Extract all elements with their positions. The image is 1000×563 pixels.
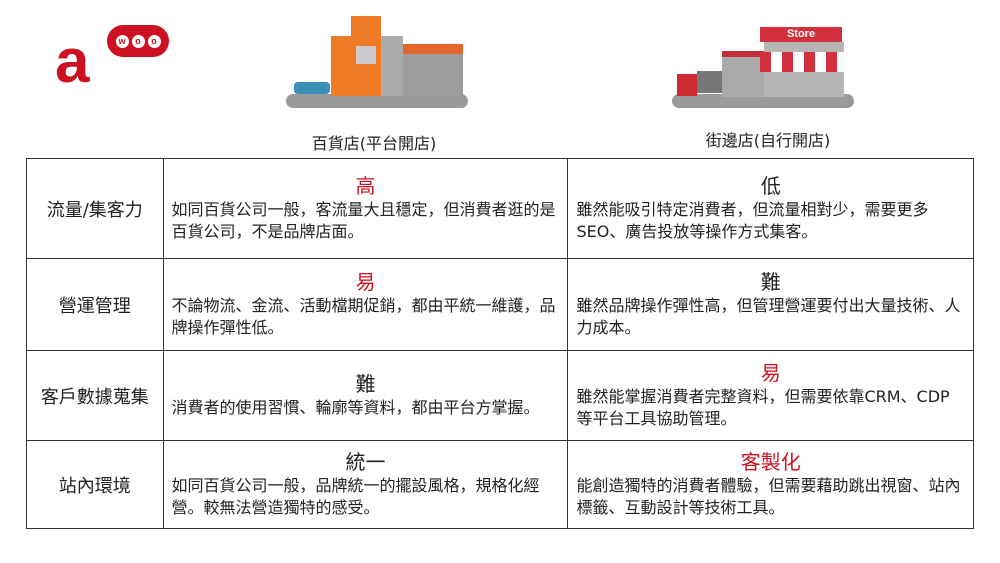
description: 雖然品牌操作彈性高，但管理營運要付出大量技術、人力成本。 [576, 295, 961, 337]
table-row: 流量/集客力高如同百貨公司一般，客流量大且穩定，但消費者逛的是百貨公司，不是品牌… [26, 158, 974, 259]
description: 不論物流、金流、活動檔期促銷，都由平統一維護，品牌操作彈性低。 [171, 295, 556, 337]
level-label: 統一 [345, 449, 386, 474]
level-label: 易 [760, 360, 781, 385]
street-cell: 易雖然能掌握消費者完整資料，但需要依靠CRM、CDP 等平台工具協助管理。 [567, 350, 974, 441]
street-cell: 低雖然能吸引特定消費者，但流量相對少，需要更多SEO、廣告投放等操作方式集客。 [567, 158, 974, 259]
description: 如同百貨公司一般，客流量大且穩定，但消費者逛的是百貨公司，不是品牌店面。 [171, 199, 556, 241]
description: 能創造獨特的消費者體驗，但需要藉助跳出視窗、站內標籤、互動設計等技術工具。 [576, 475, 961, 517]
level-label: 客製化 [740, 449, 801, 474]
department-store-illustration [286, 16, 468, 112]
level-label: 難 [760, 269, 781, 294]
department-store-label: 百貨店(平台開店) [311, 134, 437, 153]
dept-cell: 難消費者的使用習慣、輪廓等資料，都由平台方掌握。 [162, 350, 569, 441]
level-label: 易 [355, 269, 376, 294]
row-label: 客戶數據蒐集 [26, 350, 164, 441]
level-label: 高 [355, 173, 376, 198]
store-sign: Store [760, 27, 842, 42]
street-cell: 難雖然品牌操作彈性高，但管理營運要付出大量技術、人力成本。 [567, 258, 974, 351]
description: 雖然能掌握消費者完整資料，但需要依靠CRM、CDP 等平台工具協助管理。 [576, 386, 950, 428]
street-cell: 客製化能創造獨特的消費者體驗，但需要藉助跳出視窗、站內標籤、互動設計等技術工具。 [567, 440, 974, 529]
level-label: 難 [355, 371, 376, 396]
description: 如同百貨公司一般，品牌統一的擺設風格，規格化經營。較無法營造獨特的感受。 [171, 475, 540, 517]
row-label: 流量/集客力 [26, 158, 164, 259]
description: 消費者的使用習慣、輪廓等資料，都由平台方掌握。 [171, 397, 540, 417]
table-row: 客戶數據蒐集難消費者的使用習慣、輪廓等資料，都由平台方掌握。易雖然能掌握消費者完… [26, 350, 974, 441]
street-store-label: 街邊店(自行開店) [705, 131, 831, 150]
street-store-illustration: Store [672, 24, 854, 114]
row-label: 營運管理 [26, 258, 164, 351]
level-label: 低 [760, 173, 781, 198]
comparison-table: 流量/集客力高如同百貨公司一般，客流量大且穩定，但消費者逛的是百貨公司，不是品牌… [26, 158, 974, 529]
dept-cell: 易不論物流、金流、活動檔期促銷，都由平統一維護，品牌操作彈性低。 [162, 258, 569, 351]
dept-cell: 高如同百貨公司一般，客流量大且穩定，但消費者逛的是百貨公司，不是品牌店面。 [162, 158, 569, 259]
dept-cell: 統一如同百貨公司一般，品牌統一的擺設風格，規格化經營。較無法營造獨特的感受。 [162, 440, 569, 529]
table-row: 站內環境統一如同百貨公司一般，品牌統一的擺設風格，規格化經營。較無法營造獨特的感… [26, 440, 974, 529]
row-label: 站內環境 [26, 440, 164, 529]
description: 雖然能吸引特定消費者，但流量相對少，需要更多SEO、廣告投放等操作方式集客。 [576, 199, 929, 241]
table-row: 營運管理易不論物流、金流、活動檔期促銷，都由平統一維護，品牌操作彈性低。難雖然品… [26, 258, 974, 351]
